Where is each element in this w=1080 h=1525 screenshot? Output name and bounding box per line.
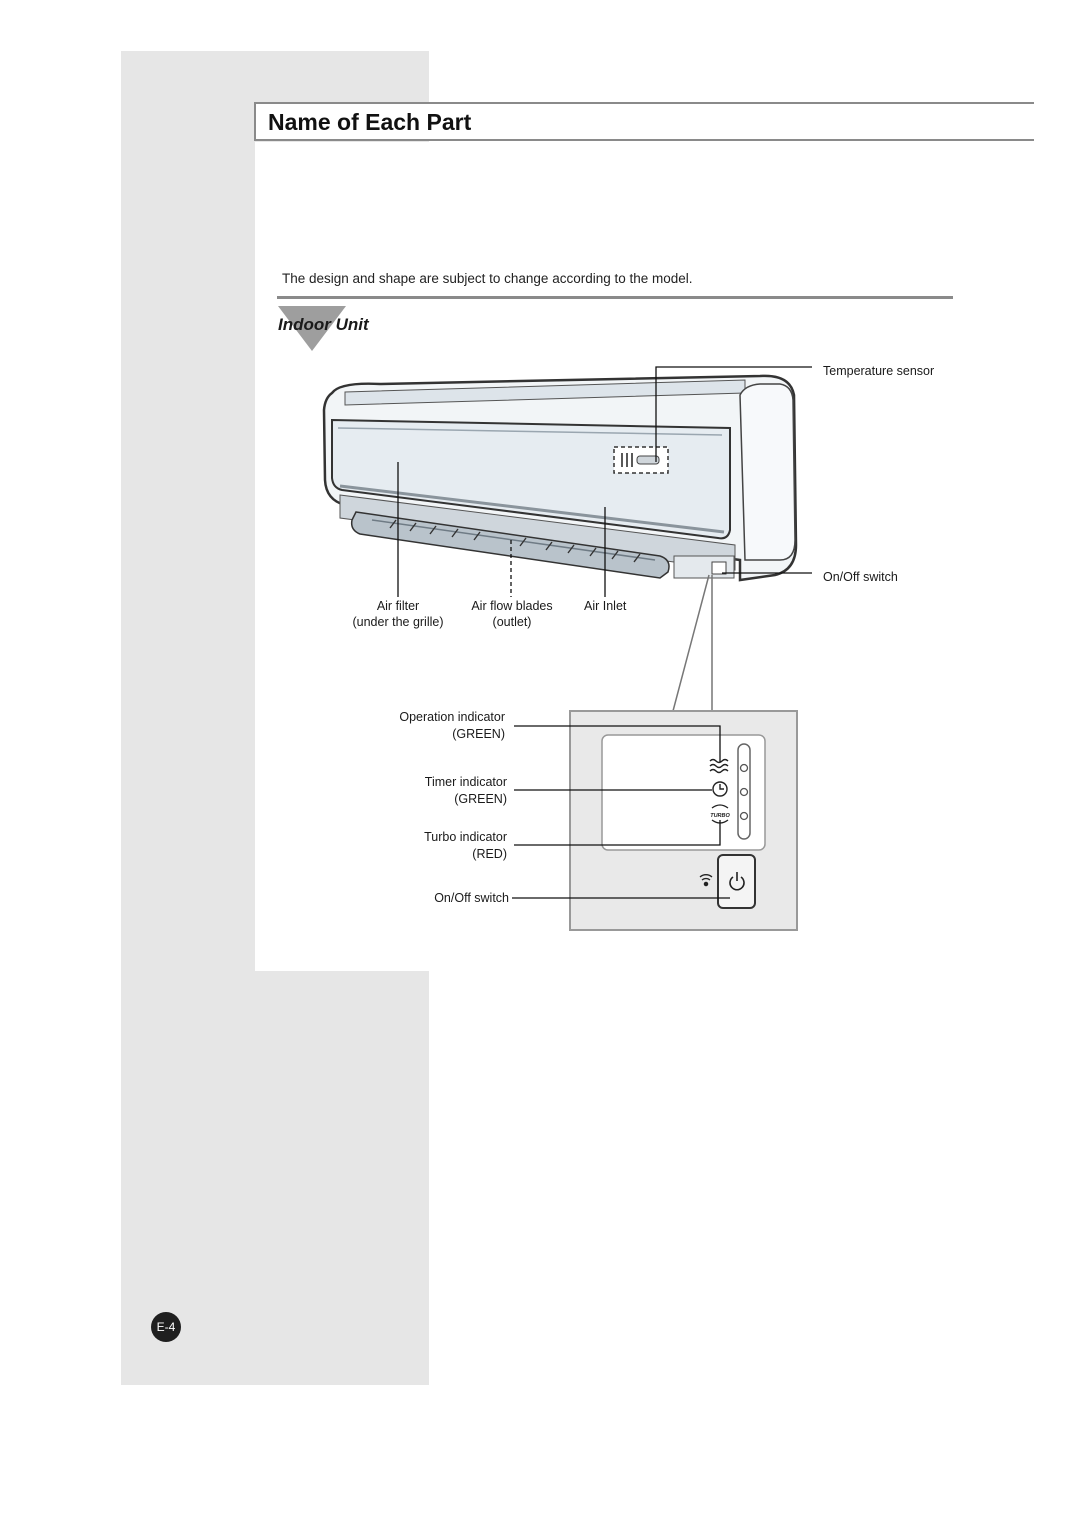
air-flow-blades-line2: (outlet)	[492, 615, 532, 629]
label-air-flow-blades: Air flow blades (outlet)	[461, 599, 563, 629]
label-turbo-indicator: Turbo indicator (RED)	[380, 830, 507, 861]
air-flow-blades-line1: Air flow blades	[471, 599, 553, 613]
timer-indicator-color: (GREEN)	[454, 792, 507, 806]
air-filter-line2: (under the grille)	[352, 615, 444, 629]
divider	[277, 296, 953, 299]
design-note: The design and shape are subject to chan…	[282, 271, 693, 286]
page-number: E-4	[151, 1312, 181, 1342]
label-temperature-sensor: Temperature sensor	[823, 364, 935, 378]
label-operation-indicator: Operation indicator (GREEN)	[380, 710, 505, 741]
turbo-indicator-name: Turbo indicator	[424, 830, 507, 844]
timer-indicator-name: Timer indicator	[424, 775, 507, 789]
operation-indicator-name: Operation indicator	[399, 710, 505, 724]
operation-indicator-color: (GREEN)	[452, 727, 505, 741]
label-air-filter: Air filter (under the grille)	[348, 599, 448, 629]
label-onoff-switch: On/Off switch	[823, 570, 898, 584]
air-filter-line1: Air filter	[376, 599, 420, 613]
page-title: Name of Each Part	[268, 109, 472, 135]
label-air-inlet: Air Inlet	[584, 599, 627, 613]
section-marker	[278, 306, 346, 351]
section-heading: Indoor Unit	[278, 315, 369, 334]
label-onoff-switch-panel: On/Off switch	[434, 891, 509, 905]
title-box: Name of Each Part	[254, 102, 1034, 141]
content-area	[255, 142, 1080, 971]
turbo-indicator-color: (RED)	[472, 847, 507, 861]
label-timer-indicator: Timer indicator (GREEN)	[380, 775, 507, 806]
